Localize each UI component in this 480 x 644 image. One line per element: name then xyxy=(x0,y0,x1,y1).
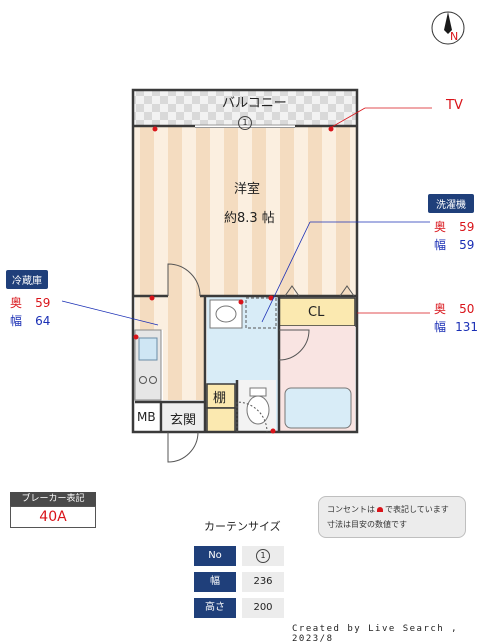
note-line1-b: で表記しています xyxy=(385,505,449,514)
shelf-label: 棚 xyxy=(213,391,227,406)
breaker-value: 40A xyxy=(10,506,96,528)
closet-width-label: 幅 xyxy=(434,320,447,334)
mb-label: MB xyxy=(137,410,156,424)
western-room-area xyxy=(133,126,357,296)
curtain-value: 236 xyxy=(242,572,284,592)
washer-space xyxy=(245,297,277,329)
fridge-area xyxy=(135,296,163,330)
note-line2: 寸法は目安の数値です xyxy=(327,520,407,529)
washer-width-value: 59 xyxy=(459,238,475,252)
compass-north-label: N xyxy=(450,30,459,43)
note-line1-a: コンセントは xyxy=(327,505,375,514)
western-room-label: 洋室 xyxy=(234,182,261,197)
curtain-key: 幅 xyxy=(194,572,236,592)
curtain-key: 高さ xyxy=(194,598,236,618)
balcony-label: バルコニー xyxy=(222,96,287,111)
mb-area xyxy=(135,402,161,432)
curtain-value: 200 xyxy=(242,598,284,618)
washer-depth-value: 59 xyxy=(459,220,475,234)
tv-label: TV xyxy=(446,98,463,113)
washer-tag: 洗濯機 xyxy=(428,194,474,213)
bathtub xyxy=(284,387,352,429)
fridge-tag: 冷蔵庫 xyxy=(6,270,48,289)
outlet-legend-icon xyxy=(377,507,383,512)
curtain-key: No xyxy=(194,546,236,566)
washer-width-label: 幅 xyxy=(434,238,447,252)
curtain-value: 1 xyxy=(256,549,270,563)
breaker-title: ブレーカー表記 xyxy=(10,492,96,506)
wash-basin xyxy=(209,299,243,329)
credit-line: Created by Live Search , 2023/8 xyxy=(292,624,459,644)
balcony-window-number: 1 xyxy=(238,116,252,130)
breaker-box: ブレーカー表記 40A xyxy=(10,492,96,528)
closet-depth-label: 奥 xyxy=(434,302,447,316)
legend-note: コンセントは で表記しています 寸法は目安の数値です xyxy=(318,496,466,538)
curtain-title: カーテンサイズ xyxy=(204,520,281,533)
compass-rose xyxy=(431,11,465,45)
closet-depth-value: 50 xyxy=(459,302,475,316)
fridge-depth-label: 奥 xyxy=(10,296,23,310)
western-room-size: 約8.3 帖 xyxy=(224,211,275,226)
entrance-area xyxy=(163,402,205,432)
entrance-label: 玄関 xyxy=(170,413,197,428)
washer-depth-label: 奥 xyxy=(434,220,447,234)
fridge-width-value: 64 xyxy=(35,314,51,328)
closet-width-value: 131 xyxy=(455,320,479,334)
fridge-depth-value: 59 xyxy=(35,296,51,310)
kitchen-corridor-area xyxy=(163,296,205,400)
closet-label: CL xyxy=(308,305,325,320)
fridge-width-label: 幅 xyxy=(10,314,23,328)
